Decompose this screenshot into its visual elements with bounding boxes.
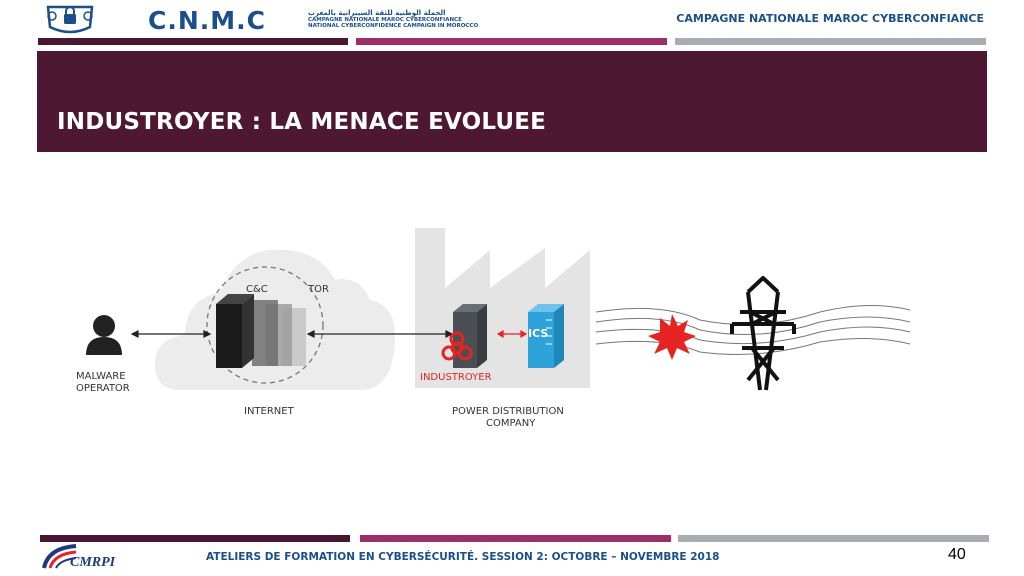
cmrpi-name: CMRPI (70, 555, 116, 570)
logo-en: NATIONAL CYBERCONFIDENCE CAMPAIGN IN MOR… (308, 23, 479, 29)
label-internet: INTERNET (244, 406, 294, 417)
cnc-boundary (206, 266, 324, 384)
label-ics: ICS (528, 327, 549, 340)
operator-link-arrow (130, 330, 212, 338)
cnmc-logo: C.N.M.C الحملة الوطنية للثقة السيبرانية … (40, 4, 478, 36)
logo-fr: CAMPAGNE NATIONALE MAROC CYBERCONFIANCE (308, 17, 462, 23)
bar-dark (40, 535, 350, 542)
ics-device-icon (528, 304, 564, 368)
logo-arabic: الحملة الوطنية للثقة السيبرانية بالمغرب (308, 9, 446, 17)
cmrpi-logo (40, 540, 150, 574)
attack-diagram: C&C TOR MALWARE OPERATOR INTERNET INDUST… (60, 220, 930, 450)
slide-title: INDUSTROYER : LA MENACE EVOLUEE (57, 109, 547, 135)
bar-magenta (356, 38, 667, 45)
explosion-icon (648, 314, 696, 360)
label-cnc: C&C (246, 284, 268, 295)
bar-grey (675, 38, 986, 45)
shield-lock-icon (46, 5, 94, 34)
cnc-server-icon (216, 294, 254, 368)
bar-grey (678, 535, 989, 542)
label-company-1: POWER DISTRIBUTION (452, 406, 564, 417)
ics-link-arrow (496, 329, 528, 339)
internet-link-arrow (306, 330, 454, 338)
person-icon (86, 315, 122, 355)
campaign-name: CAMPAGNE NATIONALE MAROC CYBERCONFIANCE (676, 12, 984, 25)
page-number: 40 (948, 546, 966, 563)
label-tor: TOR (308, 284, 329, 295)
label-company-2: COMPANY (486, 418, 536, 429)
power-pylon-icon (730, 276, 796, 391)
label-operator-2: OPERATOR (76, 383, 130, 394)
tor-server-icon (252, 300, 306, 366)
title-band: INDUSTROYER : LA MENACE EVOLUEE (37, 51, 987, 152)
biohazard-icon (441, 331, 473, 361)
swoosh-icon (42, 544, 77, 569)
logo-name: C.N.M.C (148, 6, 266, 35)
label-operator-1: MALWARE (76, 371, 126, 382)
bar-dark (38, 38, 348, 45)
bar-magenta (360, 535, 671, 542)
label-industroyer: INDUSTROYER (420, 372, 492, 383)
footer-text: ATELIERS DE FORMATION EN CYBERSÉCURITÉ. … (206, 551, 720, 563)
